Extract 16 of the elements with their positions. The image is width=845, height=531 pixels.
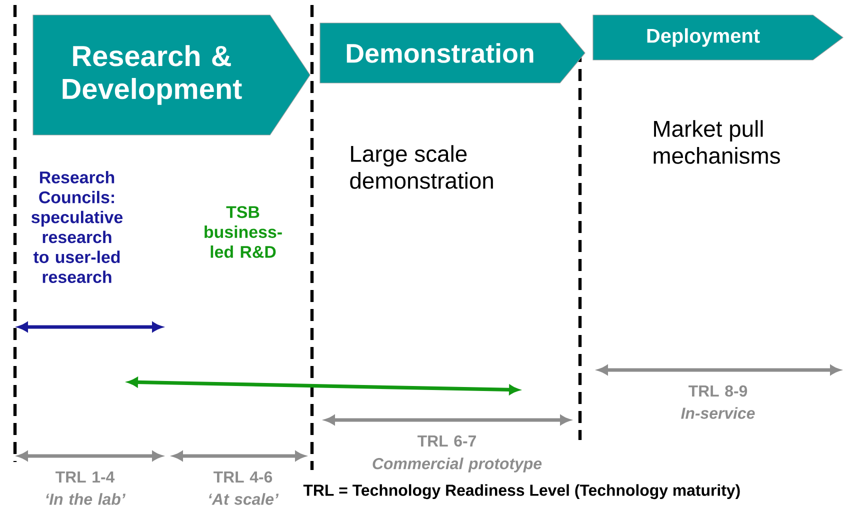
label-text: Large scale demonstration [350, 145, 493, 189]
stage-banner: Demonstration [320, 22, 586, 84]
stage-banner: Deployment [592, 14, 844, 60]
label-text: Commercial prototype [372, 458, 542, 472]
label-text: In-service [681, 407, 755, 419]
label-text: ‘In the lab’ [46, 493, 126, 505]
label-text: Market pull mechanisms [654, 120, 780, 164]
label-text: TRL 8-9 [688, 385, 748, 397]
label-text: TRL = Technology Readiness Level (Technology maturity) [303, 484, 740, 500]
label-text: Research Councils: speculative research to user-led research [31, 170, 123, 284]
stage-banner: Research & Development [32, 14, 310, 136]
label-text: TSB business-led R&D [204, 206, 282, 258]
label-text: TRL 6-7 [418, 435, 476, 447]
label-text: TRL 1-4 [56, 472, 115, 482]
label-text: ‘At scale’ [209, 493, 279, 505]
label-text: TRL 4-6 [214, 471, 272, 483]
